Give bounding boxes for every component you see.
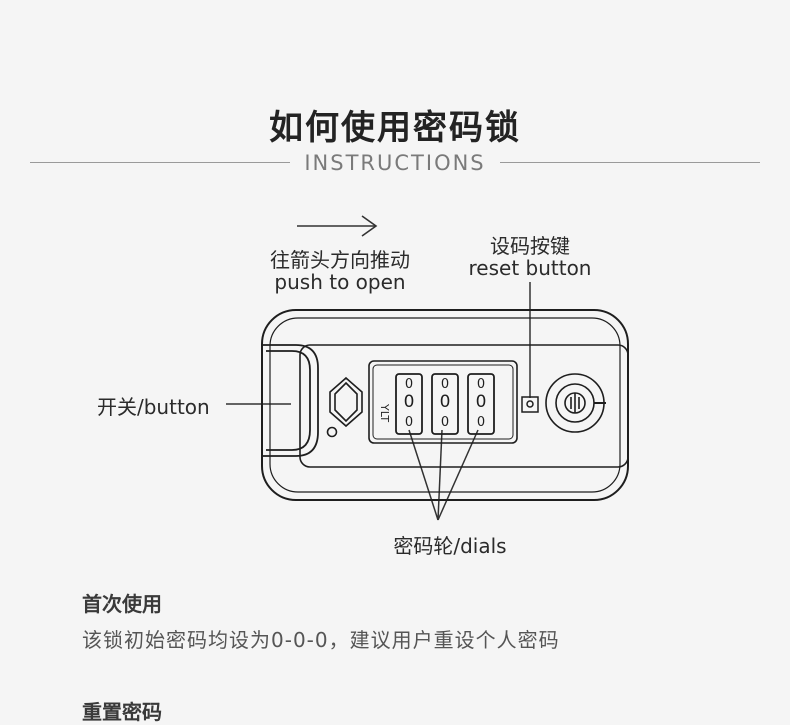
dial-wheel[interactable]: 000: [431, 373, 459, 435]
dial-digit: 0: [441, 415, 449, 430]
reset-button: [521, 396, 539, 413]
first-use-heading: 首次使用: [82, 592, 162, 616]
dial-wheel[interactable]: 000: [395, 373, 423, 435]
dial-wheel[interactable]: 000: [467, 373, 495, 435]
dial-digit: 0: [440, 392, 451, 412]
dials-label: 密码轮/dials: [393, 534, 507, 558]
dial-digit: 0: [405, 377, 413, 392]
push-label-cn: 往箭头方向推动: [270, 248, 410, 272]
dial-digit: 0: [441, 377, 449, 392]
dial-window: YLT: [368, 360, 518, 444]
switch-label: 开关/button: [97, 395, 210, 419]
divider-left: [30, 162, 290, 163]
brand-mark: YLT: [378, 403, 391, 422]
dial-digit: 0: [477, 377, 485, 392]
lock-body: [261, 309, 629, 501]
dials-leader-lines: [408, 429, 479, 521]
diamond-emblem: [326, 376, 363, 438]
reset-label-en: reset button: [468, 256, 592, 280]
reset-label-cn: 设码按键: [490, 234, 570, 258]
reset-code-heading: 重置密码: [82, 700, 162, 724]
slider-switch: [262, 344, 319, 457]
divider-right: [500, 162, 760, 163]
first-use-text: 该锁初始密码均设为0-0-0，建议用户重设个人密码: [82, 628, 560, 652]
key-cylinder: [545, 373, 606, 433]
push-arrow-icon: [297, 215, 378, 237]
dial-digit: 0: [477, 415, 485, 430]
dial-digit: 0: [404, 392, 415, 412]
dial-digit: 0: [405, 415, 413, 430]
page-subtitle: INSTRUCTIONS: [304, 151, 486, 175]
push-label-en: push to open: [274, 270, 406, 294]
dial-digit: 0: [476, 392, 487, 412]
page-title: 如何使用密码锁: [269, 108, 521, 148]
